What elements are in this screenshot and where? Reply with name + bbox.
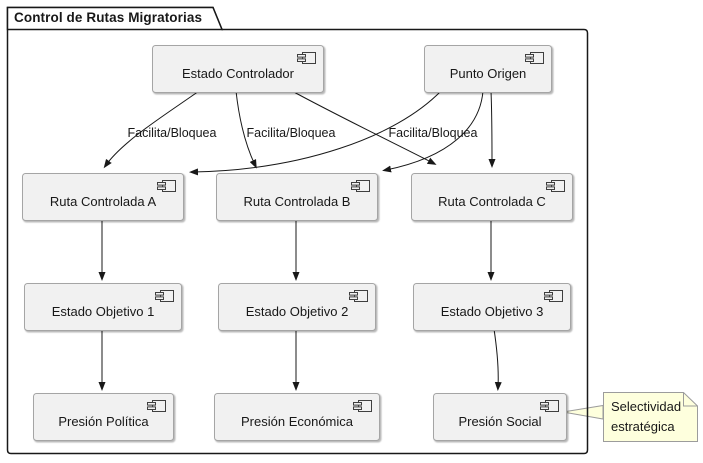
frame-title-tab [6,6,224,31]
component-label: Presión Económica [241,414,353,429]
edge-punto-origen-to-ruta-a [189,90,442,176]
component-icon [544,290,563,302]
component-icon [297,52,316,64]
note-fold-corner [683,392,698,407]
component-label: Estado Objetivo 3 [440,304,544,319]
component-label: Presión Social [458,414,542,429]
edge-label-facilita-bloquea-2: Facilita/Bloquea [246,126,336,140]
component-presion-politica: Presión Política [33,393,174,441]
component-ruta-controlada-b: Ruta Controlada B [216,173,378,221]
component-punto-origen: Punto Origen [424,45,552,93]
note-connector [562,404,604,420]
frame-border [6,6,589,455]
component-estado-objetivo-1: Estado Objetivo 1 [24,283,182,331]
component-icon [157,180,176,192]
component-icon [540,400,559,412]
frame-title: Control de Rutas Migratorias [14,10,203,25]
component-icon [353,400,372,412]
component-icon [525,52,544,64]
component-label: Estado Controlador [181,66,294,81]
edge-estado-controlador-to-ruta-b [235,90,257,169]
edge-objetivo-3-to-presion-social [493,328,502,391]
component-label: Ruta Controlada A [49,194,157,209]
edge-label-facilita-bloquea-1: Facilita/Bloquea [127,126,217,140]
component-icon [546,180,565,192]
component-estado-objetivo-3: Estado Objetivo 3 [413,283,571,331]
component-icon [351,180,370,192]
component-presion-economica: Presión Económica [214,393,380,441]
component-label: Estado Objetivo 2 [245,304,349,319]
edge-estado-controlador-to-ruta-c [291,90,437,165]
component-estado-controlador: Estado Controlador [152,45,324,93]
component-presion-social: Presión Social [433,393,567,441]
edge-label-facilita-bloquea-3: Facilita/Bloquea [388,126,478,140]
note-shape [603,392,698,442]
note-selectividad-estrategica: Selectividad estratégica [611,399,682,434]
component-label: Estado Objetivo 1 [51,304,155,319]
component-label: Ruta Controlada C [438,194,546,209]
component-ruta-controlada-a: Ruta Controlada A [22,173,184,221]
component-label: Punto Origen [449,66,527,81]
component-icon [147,400,166,412]
edge-punto-origen-to-ruta-b [382,90,484,173]
component-estado-objetivo-2: Estado Objetivo 2 [218,283,376,331]
component-label: Ruta Controlada B [243,194,351,209]
edge-punto-origen-to-ruta-c [488,90,496,168]
component-icon [349,290,368,302]
component-ruta-controlada-c: Ruta Controlada C [411,173,573,221]
edge-estado-controlador-to-ruta-a [103,90,200,169]
component-icon [155,290,174,302]
component-label: Presión Política [58,414,149,429]
